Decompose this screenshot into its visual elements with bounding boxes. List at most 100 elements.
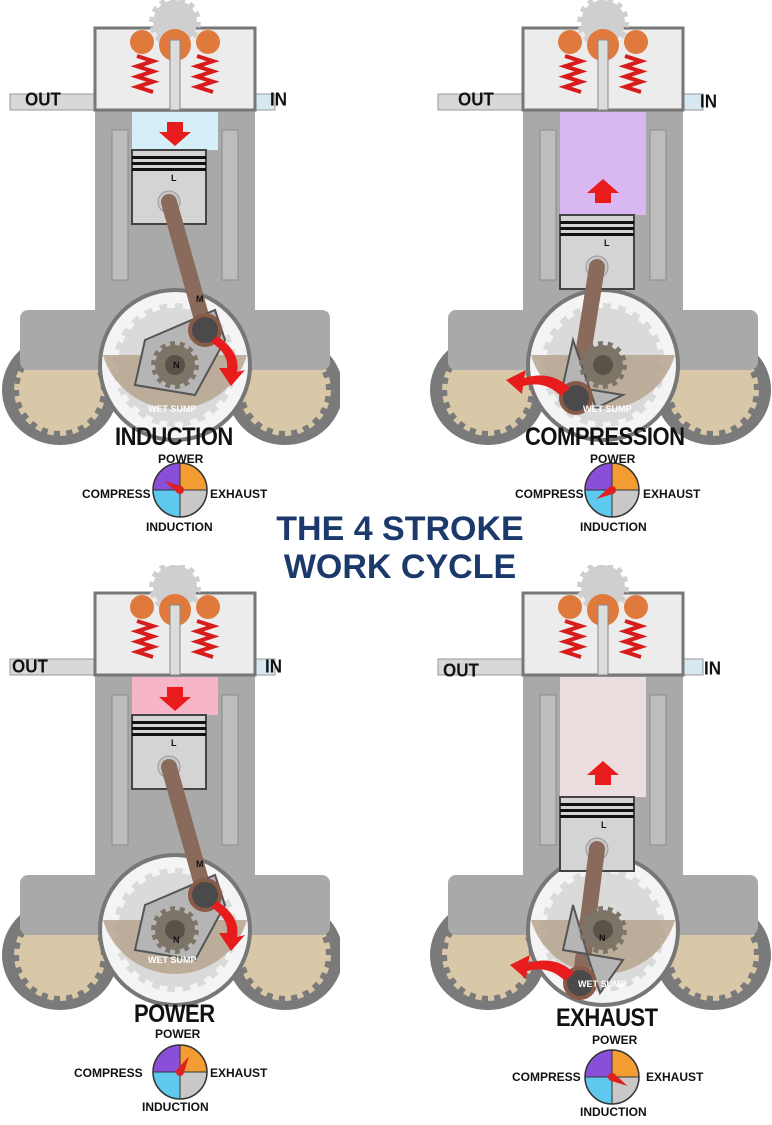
dial-pointer-hub: [176, 1068, 184, 1076]
crank-web: [561, 904, 625, 996]
valve-spring: [190, 54, 220, 94]
piston-ring: [132, 727, 206, 730]
crank-label: N: [173, 360, 180, 370]
exhaust-port-label: OUT: [25, 89, 61, 110]
dial-label-induction: INDUCTION: [580, 1105, 647, 1119]
crank-pin: [563, 966, 597, 1000]
dial-sector-induction: [152, 489, 181, 518]
stroke-label-compression: COMPRESSION: [525, 422, 685, 451]
engine-diagram: [430, 565, 771, 1010]
dial-sector-compress: [584, 1049, 613, 1078]
stroke-label-power: POWER: [134, 999, 215, 1028]
dial-sector-power: [179, 462, 208, 491]
piston-up-arrow: [587, 761, 619, 785]
dial-label-power: POWER: [592, 1033, 638, 1047]
dial-pointer: [164, 481, 182, 494]
crank-label: N: [173, 935, 180, 945]
intake-port-label: IN: [270, 89, 287, 110]
rocker-right: [196, 30, 220, 54]
piston-up-arrow: [587, 179, 619, 203]
dial-sector-power: [611, 1049, 640, 1078]
exhaust-port-label: OUT: [443, 660, 479, 681]
piston-ring: [560, 227, 634, 230]
dial-label-power: POWER: [158, 452, 204, 466]
dial-pointer-hub: [176, 486, 184, 494]
valve-spring: [558, 619, 588, 659]
valve-spring: [130, 54, 160, 94]
piston-ring: [560, 809, 634, 812]
engine-diagram: [2, 0, 340, 445]
dial-rim: [152, 462, 208, 518]
stroke-label-exhaust: EXHAUST: [556, 1003, 658, 1032]
dial-sector-induction: [152, 1071, 181, 1100]
sump-label: WET SUMP: [578, 979, 627, 989]
sump-label: WET SUMP: [583, 404, 632, 414]
crank-rotation-arrow: [510, 955, 574, 981]
dial-rim: [584, 462, 640, 518]
dial-label-compress: COMPRESS: [515, 487, 584, 501]
piston-ring: [132, 162, 206, 165]
intake-port-label: IN: [704, 658, 721, 679]
sump-label: WET SUMP: [148, 955, 197, 965]
rocker-right: [624, 595, 648, 619]
exhaust-port-label: OUT: [12, 656, 48, 677]
spark-plug: [597, 39, 609, 111]
piston-label: L: [601, 820, 607, 830]
dial-pointer-hub: [608, 1073, 616, 1081]
cooling-jacket-right: [221, 129, 239, 281]
cooling-jacket-left: [539, 694, 557, 846]
valve-spring: [558, 54, 588, 94]
sump-label: WET SUMP: [148, 404, 197, 414]
spark-plug: [169, 604, 181, 676]
cooling-jacket-left: [539, 129, 557, 281]
crank-rotation-arrow: [211, 336, 245, 386]
spark-plug: [169, 39, 181, 111]
dial-sector-power: [179, 1044, 208, 1073]
dial-label-compress: COMPRESS: [512, 1070, 581, 1084]
rocker-left: [130, 30, 154, 54]
dial-sector-exhaust: [611, 489, 640, 518]
piston-ring: [132, 733, 206, 736]
cooling-jacket-right: [221, 694, 239, 846]
rocker-left: [558, 30, 582, 54]
dial-pointer: [610, 1073, 628, 1086]
connecting-rod: [572, 841, 605, 991]
connecting-rod: [161, 194, 213, 338]
dial-sector-compress: [152, 462, 181, 491]
crank-hub: [593, 920, 613, 940]
engine-diagram: [2, 565, 340, 1010]
dial-label-power: POWER: [155, 1027, 201, 1041]
valve-spring: [618, 619, 648, 659]
intake-port-label: IN: [700, 91, 717, 112]
cooling-jacket-left: [111, 129, 129, 281]
crank-pin: [188, 313, 222, 347]
crank-pin: [188, 878, 222, 912]
dial-pointer: [596, 486, 614, 499]
piston-ring: [560, 803, 634, 806]
dial-label-exhaust: EXHAUST: [646, 1070, 704, 1084]
stroke-label-induction: INDUCTION: [115, 422, 233, 451]
crank-hub: [593, 355, 613, 375]
piston-ring: [132, 156, 206, 159]
dial-rim: [152, 1044, 208, 1100]
piston-down-arrow: [159, 122, 191, 146]
engine-panel-induction: OUT IN L M N WET SUMP INDUCTION: [0, 0, 340, 451]
crank-rotation-arrow: [506, 370, 570, 396]
crank-hub: [165, 355, 185, 375]
crank-hub: [165, 920, 185, 940]
engine-panel-compression: OUT IN L WET SUMP COMPRESSION: [428, 0, 772, 451]
dial-sector-compress: [152, 1044, 181, 1073]
dial-label-induction: INDUCTION: [142, 1100, 209, 1114]
dial-sector-power: [611, 462, 640, 491]
rocker-right: [624, 30, 648, 54]
dial-label-exhaust: EXHAUST: [210, 487, 268, 501]
dial-pointer-hub: [608, 486, 616, 494]
cooling-jacket-right: [649, 694, 667, 846]
rocker-right: [196, 595, 220, 619]
dial-sector-exhaust: [179, 1071, 208, 1100]
crank-label: N: [599, 933, 606, 943]
valve-spring: [190, 619, 220, 659]
engine-panel-power: OUT IN L M N WET SUMP POWER: [0, 565, 340, 1028]
rocker-left: [558, 595, 582, 619]
exhaust-port-label: OUT: [458, 89, 494, 110]
